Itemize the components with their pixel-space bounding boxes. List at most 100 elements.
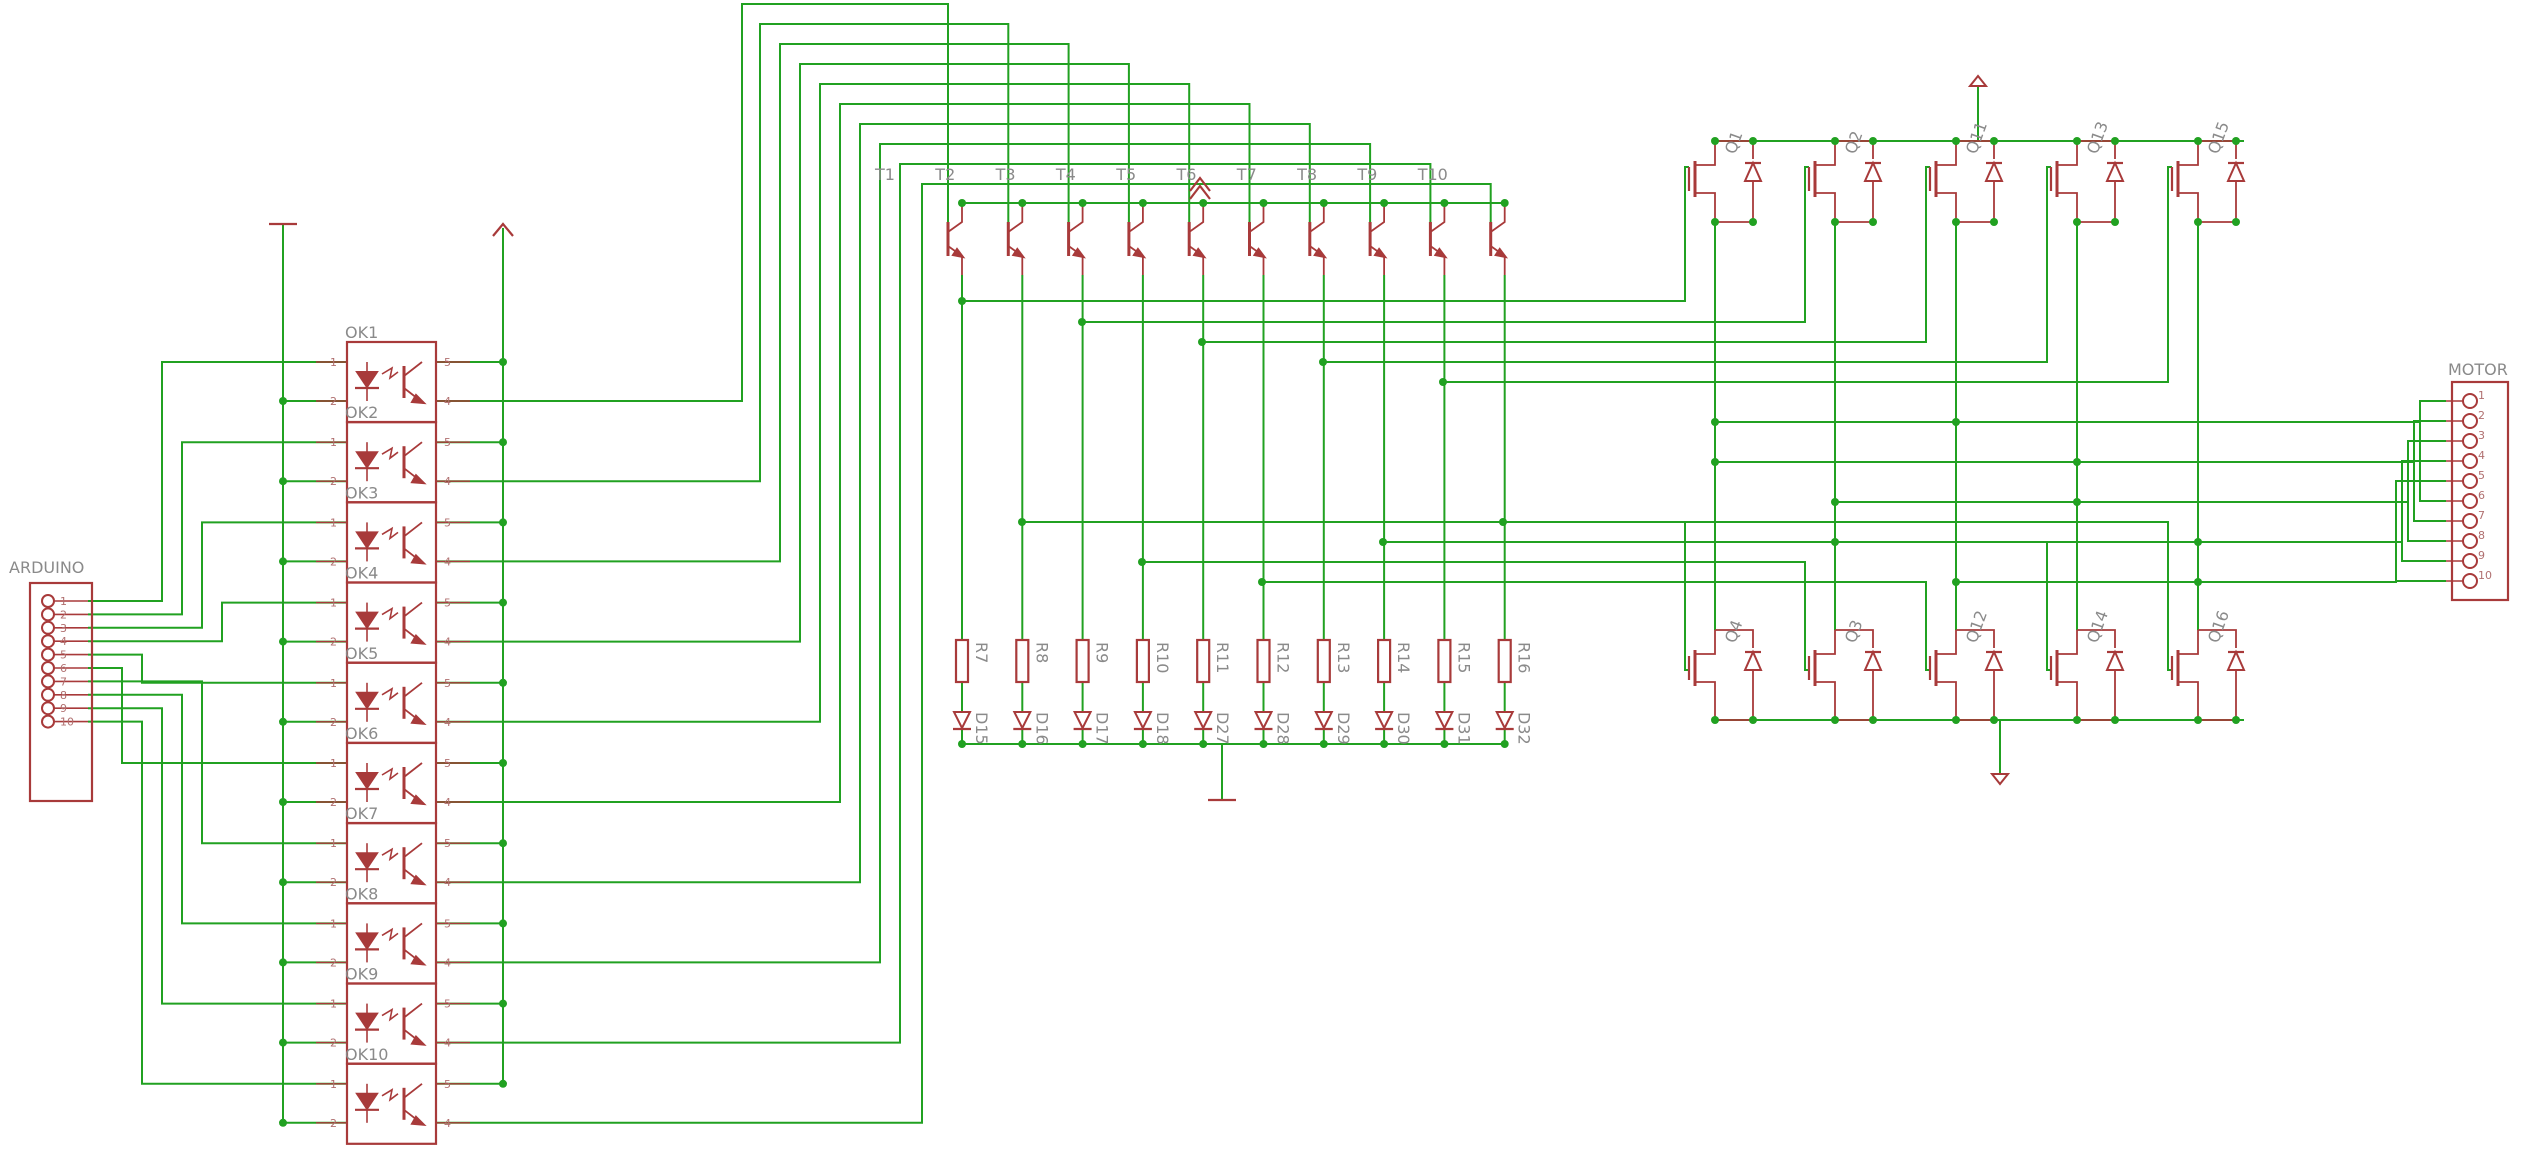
junction-dot [279, 798, 287, 806]
mosfet-high-label: Q13 [2083, 119, 2112, 156]
mosfet-low-source [1815, 681, 1836, 720]
opto-pin-1: 1 [330, 998, 337, 1011]
junction-dot [1439, 378, 1447, 386]
junction-dot [1319, 740, 1328, 748]
mosfet-high-diode [2226, 160, 2246, 182]
junction-dot [2194, 716, 2202, 724]
resistor-label: R8 [1032, 642, 1051, 663]
arduino-pin-number: 1 [60, 595, 67, 608]
opto-transistor-collector [403, 762, 423, 778]
arduino-signal-wire [88, 653, 347, 684]
arduino-pin-circle [41, 714, 55, 729]
transistor-emitter-arrow [1373, 247, 1388, 259]
transistor-collector [1369, 203, 1385, 233]
mosfet-low-drain [1815, 630, 1836, 655]
junction-dot [1018, 518, 1026, 526]
transistor-label: T1 [874, 165, 895, 184]
supply-arrow [1967, 74, 1989, 87]
gate-drive-wire [1022, 521, 1689, 671]
opto-transistor-collector [403, 441, 423, 457]
gate-drive-wire [1142, 561, 1809, 671]
mosfet-high-diode-bottom [2077, 181, 2116, 223]
junction-dot [1319, 199, 1328, 207]
opto-transistor-collector [403, 842, 423, 858]
junction-dot [1138, 558, 1146, 566]
optocoupler-label: OK2 [345, 403, 378, 422]
junction-dot [1749, 218, 1757, 226]
junction-dot [1440, 199, 1449, 207]
resistor-body [1376, 638, 1392, 684]
transistor-label: T5 [1115, 165, 1136, 184]
arduino-pin-number: 3 [60, 622, 67, 635]
opto-emitter-arrow [410, 633, 427, 645]
junction-dot [499, 759, 507, 767]
led-symbol [1374, 711, 1394, 731]
mosfet-high-source [1695, 192, 1716, 222]
junction-dot [2194, 137, 2202, 145]
opto-pin-5: 5 [444, 837, 451, 850]
resistor-label: R10 [1153, 642, 1172, 673]
opto-pin-2: 2 [330, 1037, 337, 1050]
opto-led-icon [355, 1012, 379, 1031]
junction-dot [499, 839, 507, 848]
junction-dot [1018, 199, 1027, 207]
mosfet-low-diode [1984, 649, 2004, 671]
arduino-signal-wire [88, 680, 347, 845]
motor-pin-number: 3 [2478, 429, 2485, 442]
transistor-label: T8 [1296, 165, 1317, 184]
mosfet-low-source [1695, 681, 1716, 720]
arduino-pin-circle [41, 701, 55, 716]
gate-drive-wire [962, 166, 1689, 302]
opto-light-arrow [381, 606, 399, 621]
opto-pin-1: 1 [330, 356, 337, 369]
opto-pin-5: 5 [444, 356, 451, 369]
arduino-pin-circle [41, 687, 55, 702]
resistor-label: R14 [1394, 642, 1413, 673]
components [28, 74, 2510, 1145]
transistor-label: T3 [995, 165, 1016, 184]
resistor-label: R13 [1334, 642, 1353, 673]
motor-pin-circle [2462, 533, 2478, 549]
motor-output-wire [2077, 501, 2446, 542]
junction-dot [1990, 716, 1998, 724]
junction-dot [1749, 716, 1757, 724]
transistor-collector [947, 203, 963, 233]
junction-dot [1078, 199, 1087, 207]
mosfet-high-source [1936, 192, 1957, 222]
resistor-body [1075, 638, 1090, 684]
junction-dot [279, 397, 287, 405]
mosfet-low-diode-top [1715, 629, 1754, 648]
opto-led-icon [355, 772, 379, 790]
mosfet-high-label: Q11 [1962, 119, 1991, 156]
junction-dot [2073, 716, 2081, 724]
transistor-label: T6 [1176, 165, 1197, 184]
opto-transistor-collector [403, 1083, 423, 1099]
arduino-pin-number: 6 [60, 662, 67, 675]
opto-pin-1: 1 [330, 917, 337, 930]
mosfet-high-diode [1863, 160, 1883, 182]
opto-output-wire [436, 23, 1010, 483]
opto-emitter-arrow [410, 874, 427, 886]
transistor-label: T2 [934, 165, 955, 184]
mosfet-high-label: Q1 [1721, 128, 1747, 156]
opto-led-icon [355, 451, 379, 470]
opto-output-wire [436, 43, 1070, 563]
opto-pin-4: 4 [444, 876, 451, 889]
resistor-body [1135, 638, 1151, 684]
opto-pin-5: 5 [444, 998, 451, 1011]
opto-pin-1: 1 [330, 597, 337, 610]
motor-connector-label: MOTOR [2448, 360, 2508, 379]
opto-light-arrow [381, 366, 399, 380]
mosfet-low-source [1936, 681, 1957, 720]
arduino-pin-number: 2 [60, 608, 67, 621]
opto-emitter-arrow [410, 1034, 427, 1046]
opto-pin-2: 2 [330, 796, 337, 809]
opto-transistor-collector [403, 1002, 423, 1019]
mosfet-low-diode-top [2198, 629, 2237, 648]
arduino-signal-wire [88, 720, 347, 1085]
supply-arrow [492, 222, 514, 237]
mosfet-high-drain [2178, 141, 2199, 166]
diode-label: D16 [1032, 712, 1051, 745]
diode-label: D29 [1334, 712, 1353, 745]
opto-pin-1: 1 [330, 837, 337, 850]
